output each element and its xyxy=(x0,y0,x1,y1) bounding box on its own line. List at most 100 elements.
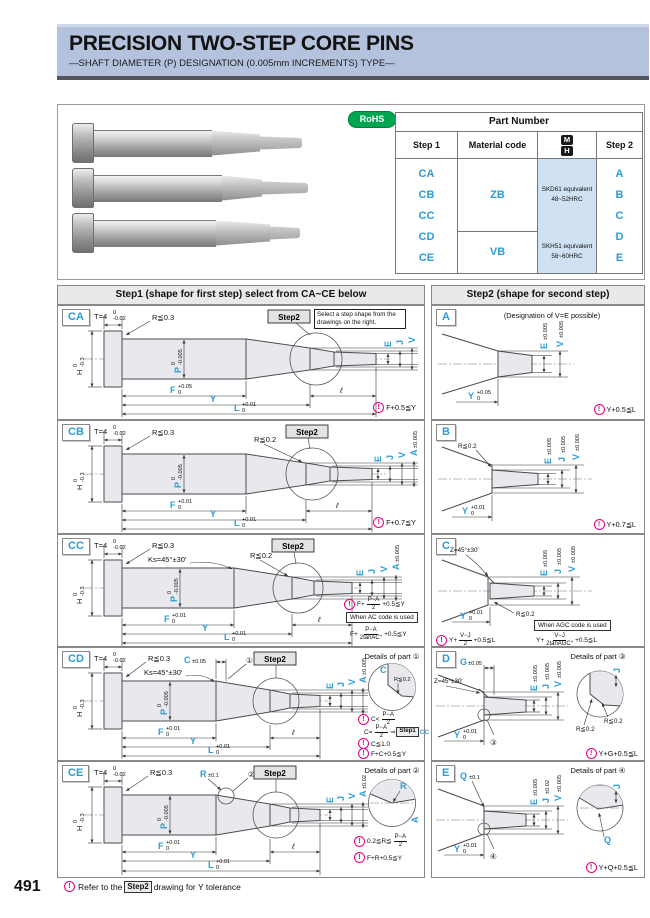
v-dim-label: V xyxy=(407,337,417,343)
ac-code-note-box: When AC code is used xyxy=(346,612,418,624)
j-dim-label: J±0.005 xyxy=(541,663,551,689)
svg-text:0: 0 xyxy=(73,820,79,823)
svg-text:E: E xyxy=(539,570,549,576)
svg-text:P: P xyxy=(173,367,183,373)
svg-text:0: 0 xyxy=(73,593,79,596)
product-overview-box: RoHS Part Number Step 1 Material code M … xyxy=(57,104,645,280)
hardness-value: 48~52HRC xyxy=(551,195,583,203)
j-dim-label: J xyxy=(385,455,395,460)
agc-code-note-box: When AGC code is used xyxy=(534,620,611,632)
g-dim-label: G xyxy=(460,657,467,667)
svg-text:+0.01: +0.01 xyxy=(216,744,230,750)
row-d: D G ±0.05 Z=45°±30′ E±0.005 J±0.005 V±0.… xyxy=(431,647,645,761)
step2-code: C xyxy=(615,210,624,222)
step2-chip: Step2 xyxy=(278,313,300,322)
j-dim-label: J xyxy=(336,796,346,801)
l-dim-label: L xyxy=(234,403,240,413)
svg-text:E: E xyxy=(325,797,335,803)
caution-icon xyxy=(354,852,365,863)
r-dim-label: R≦0.3 xyxy=(152,313,174,322)
row-cd: CD T=4 0 -0.02 R≦0.3 Ks=45°±30′ C ±0.05 … xyxy=(57,647,429,761)
svg-text:+0.01: +0.01 xyxy=(463,729,477,735)
svg-text:+0.01: +0.01 xyxy=(242,402,256,408)
material-code-zb: ZB xyxy=(458,159,537,232)
pin-head xyxy=(72,213,94,253)
svg-text:±0.1: ±0.1 xyxy=(469,775,480,781)
drawing-cd: T=4 0 -0.02 R≦0.3 Ks=45°±30′ C ±0.05 ① H… xyxy=(73,651,420,759)
svg-text:0: 0 xyxy=(113,539,116,545)
detail-q-label: Q xyxy=(604,835,611,845)
h-dim-label: H 0 -0.3 xyxy=(73,699,86,717)
detail-title: Details of part ① xyxy=(364,652,419,661)
constraint-note: F+0.7≦Y xyxy=(373,517,416,528)
j-dim-label: J xyxy=(395,340,405,345)
svg-text:-0.3: -0.3 xyxy=(80,699,86,709)
page-subtitle: —SHAFT DIAMETER (P) DESIGNATION (0.005mm… xyxy=(69,58,395,69)
a-dim-label: A±0.005 xyxy=(391,545,401,570)
part-number-table-title: Part Number xyxy=(396,113,642,132)
constraint-note: Y+0.7≦L xyxy=(593,519,636,530)
svg-text:-0.005: -0.005 xyxy=(178,464,184,480)
svg-text:±0.005: ±0.005 xyxy=(561,436,567,453)
svg-text:±0.005: ±0.005 xyxy=(557,548,563,565)
svg-text:V: V xyxy=(553,681,563,687)
svg-text:±0.005: ±0.005 xyxy=(545,663,551,680)
pin-head xyxy=(72,168,94,208)
step2-chip: Step2 xyxy=(264,769,286,778)
svg-text:E: E xyxy=(539,343,549,349)
svg-text:0: 0 xyxy=(166,846,169,852)
column-header-mh: M H xyxy=(538,132,597,158)
detail-ref-3: ③ xyxy=(490,738,497,747)
svg-text:0: 0 xyxy=(463,735,466,741)
t-dim-label: T=4 xyxy=(94,427,107,436)
svg-text:P: P xyxy=(159,709,169,715)
svg-text:J: J xyxy=(336,682,346,687)
step2-chip: Step2 xyxy=(282,542,304,551)
detail-r-label: R xyxy=(400,781,407,791)
h-dim-label: H 0 -0.3 xyxy=(73,586,86,604)
j-dim-label: J xyxy=(336,682,346,687)
svg-text:±0.005: ±0.005 xyxy=(395,545,401,562)
e-dim-label: E xyxy=(325,797,335,803)
svg-text:V: V xyxy=(347,679,357,685)
caution-icon xyxy=(358,713,369,725)
svg-text:V: V xyxy=(553,795,563,801)
material-description: SKD61 equivalent xyxy=(541,185,593,193)
step1-ref-chip: Step1 xyxy=(396,727,419,737)
shape-code-chip-e: E xyxy=(436,765,456,782)
step2-ref-chip: Step2 xyxy=(124,881,152,893)
drawing-b: R≦0.2 E±0.005 J±0.005 V±0.005 Y +0.01 0 xyxy=(438,434,592,521)
f-dim-label: F xyxy=(164,614,170,624)
shape-code-chip-cb: CB xyxy=(62,424,90,441)
j-dim-label: J±0.02 xyxy=(541,780,551,803)
j-dim-label: J xyxy=(367,569,377,574)
r-dim-label: R≦0.2 xyxy=(458,443,477,450)
e-dim-label: E xyxy=(383,341,393,347)
r-dim-label: R≦0.3 xyxy=(150,768,172,777)
svg-text:H: H xyxy=(75,370,84,375)
svg-text:0: 0 xyxy=(172,619,175,625)
row-a: A (Designation of V=E possible) E±0.005 … xyxy=(431,305,645,420)
constraint-note: Y+ V−J2 +0.5≦L xyxy=(436,633,496,647)
svg-text:J: J xyxy=(395,340,405,345)
p-dim-label: P 0 -0.005 xyxy=(171,464,184,488)
t-dim-label: T=4 xyxy=(94,312,107,321)
svg-text:0: 0 xyxy=(178,390,181,396)
caution-icon xyxy=(585,862,597,873)
rohs-badge: RoHS xyxy=(348,111,396,128)
part-number-table-body: CA CB CC CD CE ZB VB SKD61 equivalent 48… xyxy=(396,159,642,273)
page-header: PRECISION TWO-STEP CORE PINS —SHAFT DIAM… xyxy=(57,24,649,76)
svg-text:-0.3: -0.3 xyxy=(80,586,86,596)
shape-code-chip-d: D xyxy=(436,651,456,668)
svg-text:0: 0 xyxy=(171,477,177,480)
drawing-c: Z=45°±30′ E±0.005 J±0.005 V±0.005 Y +0.0… xyxy=(438,546,592,626)
svg-text:-0.005: -0.005 xyxy=(174,578,180,594)
svg-text:A: A xyxy=(409,449,419,456)
p-dim-label: P 0 -0.005 xyxy=(171,349,184,373)
part-number-table: Part Number Step 1 Material code M H Ste… xyxy=(395,112,643,274)
svg-text:-0.02: -0.02 xyxy=(113,658,126,664)
v-dim-label: V xyxy=(379,566,389,572)
y-dim-label: Y xyxy=(210,394,216,404)
h-hardness-icon: H xyxy=(561,145,573,156)
pin-step xyxy=(222,175,262,201)
